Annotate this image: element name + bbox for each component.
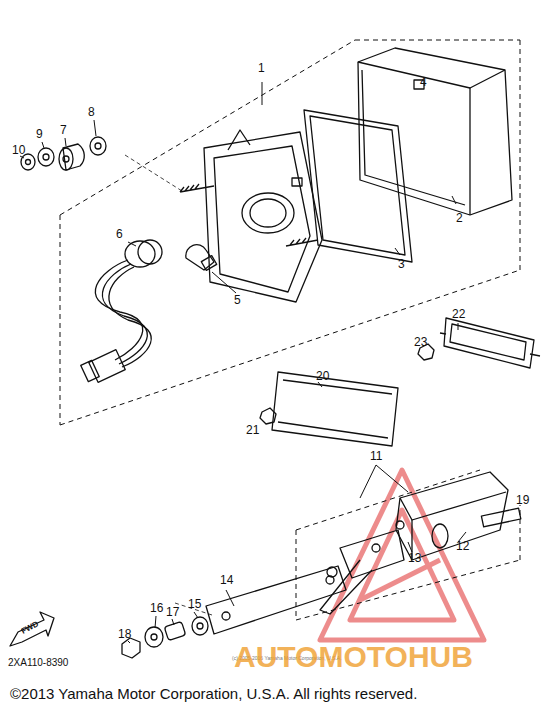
drawing-code: 2XA110-8390 (8, 658, 68, 668)
callout-number: 22 (452, 308, 465, 320)
grommets (20, 120, 106, 170)
group-bracket (60, 40, 520, 425)
forward-arrow (10, 612, 54, 646)
callout-number: 2 (456, 212, 463, 224)
callout-number: 3 (398, 258, 405, 270)
caution-label (481, 508, 520, 527)
license-light (396, 472, 508, 560)
callout-number: 14 (220, 574, 233, 586)
callout-number: 10 (12, 144, 25, 156)
license-plate-bracket (206, 566, 346, 634)
leader-line (262, 82, 263, 105)
callout-number: 5 (234, 294, 241, 306)
callout-number: 16 (150, 602, 163, 614)
callout-number: 17 (166, 606, 179, 618)
socket-wire (81, 240, 162, 382)
callout-number: 15 (188, 598, 201, 610)
watermark: AUTOMOTOHUB (234, 642, 473, 672)
bulb (186, 245, 217, 271)
callout-number: 9 (36, 128, 43, 140)
direction-label: FWD (20, 620, 40, 636)
tail-lens (358, 48, 512, 215)
callout-number: 1 (258, 62, 265, 74)
callout-number: 7 (60, 124, 67, 136)
nut (260, 408, 276, 424)
rear-reflector (440, 318, 540, 368)
callout-number: 19 (516, 494, 529, 506)
callout-number: 12 (456, 540, 469, 552)
callout-number: 18 (118, 628, 131, 640)
callout-number: 11 (370, 450, 382, 462)
bracket (320, 521, 404, 614)
gasket (304, 110, 412, 262)
side-reflector (272, 372, 398, 446)
fasteners (122, 612, 208, 658)
group-bracket (296, 470, 520, 620)
copyright-caption: ©2013 Yamaha Motor Corporation, U.S.A. A… (10, 686, 417, 701)
callout-number: 21 (246, 424, 259, 436)
callout-number: 4 (420, 76, 427, 88)
callout-number: 13 (408, 552, 421, 564)
callout-number: 23 (414, 336, 427, 348)
lamp-housing (180, 130, 322, 302)
callout-number: 20 (316, 370, 329, 382)
callout-number: 8 (88, 106, 95, 118)
callout-number: 6 (116, 228, 123, 240)
